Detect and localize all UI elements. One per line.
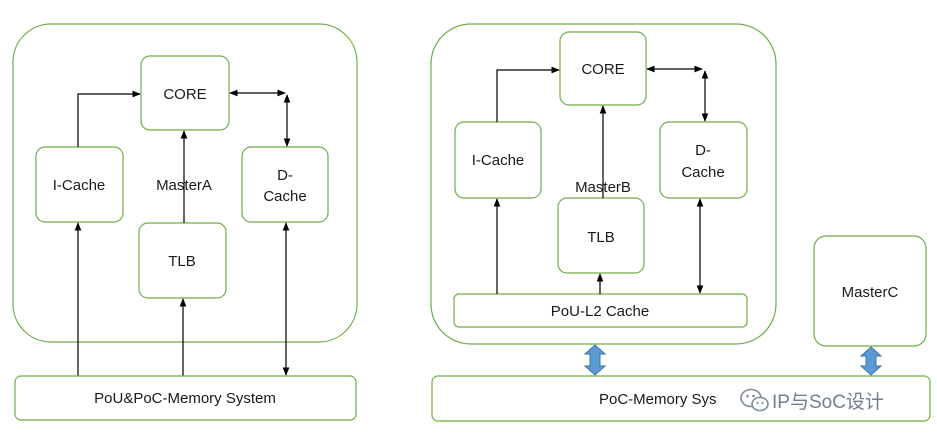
master-a-core-box — [140, 55, 230, 131]
master-b-l2-label: PoU-L2 Cache — [551, 303, 649, 320]
master-b-memory-bidir-arrow — [583, 344, 607, 376]
wechat-icon — [740, 388, 769, 412]
master-b-dcache-box — [659, 121, 748, 199]
master-a-dcache-label-1: D- — [277, 167, 293, 184]
master-c-label: MasterC — [842, 284, 899, 301]
master-b-icache-to-core-line — [496, 66, 560, 122]
poc-memory-label: PoC-Memory Sys — [599, 391, 717, 408]
master-b-core-box — [559, 31, 647, 106]
master-b-dcache-label-1: D- — [695, 142, 711, 159]
master-a-dcache-box — [241, 146, 329, 223]
watermark: IP与SoC设计 — [737, 384, 909, 416]
master-a-core-label: CORE — [163, 86, 206, 103]
master-b-dcache-label-2: Cache — [681, 164, 724, 181]
master-b-tlb-box — [557, 197, 645, 274]
master-a-tlb-box — [138, 222, 227, 299]
master-b-icache-label: I-Cache — [472, 152, 525, 169]
master-b-core-label: CORE — [581, 61, 624, 78]
master-a-container — [12, 23, 358, 343]
master-a-tlb-label: TLB — [168, 253, 196, 270]
pou-poc-memory-box — [14, 375, 357, 421]
master-a-icache-box — [35, 146, 124, 223]
master-a-icache-label: I-Cache — [53, 177, 106, 194]
master-c-box — [813, 235, 927, 347]
master-b-group: CORE I-Cache D- Cache MasterB TLB PoU-L2… — [430, 23, 777, 345]
master-a-icache-to-core-line — [77, 90, 141, 147]
master-a-dcache-label-2: Cache — [263, 188, 306, 205]
master-a-group: CORE I-Cache D- Cache MasterA TLB — [12, 23, 358, 376]
pou-poc-memory-label: PoU&PoC-Memory System — [94, 390, 276, 407]
master-b-tlb-label: TLB — [587, 229, 615, 246]
master-b-icache-box — [454, 121, 542, 199]
watermark-text: IP与SoC设计 — [772, 391, 884, 413]
master-c-memory-bidir-arrow — [859, 346, 883, 376]
